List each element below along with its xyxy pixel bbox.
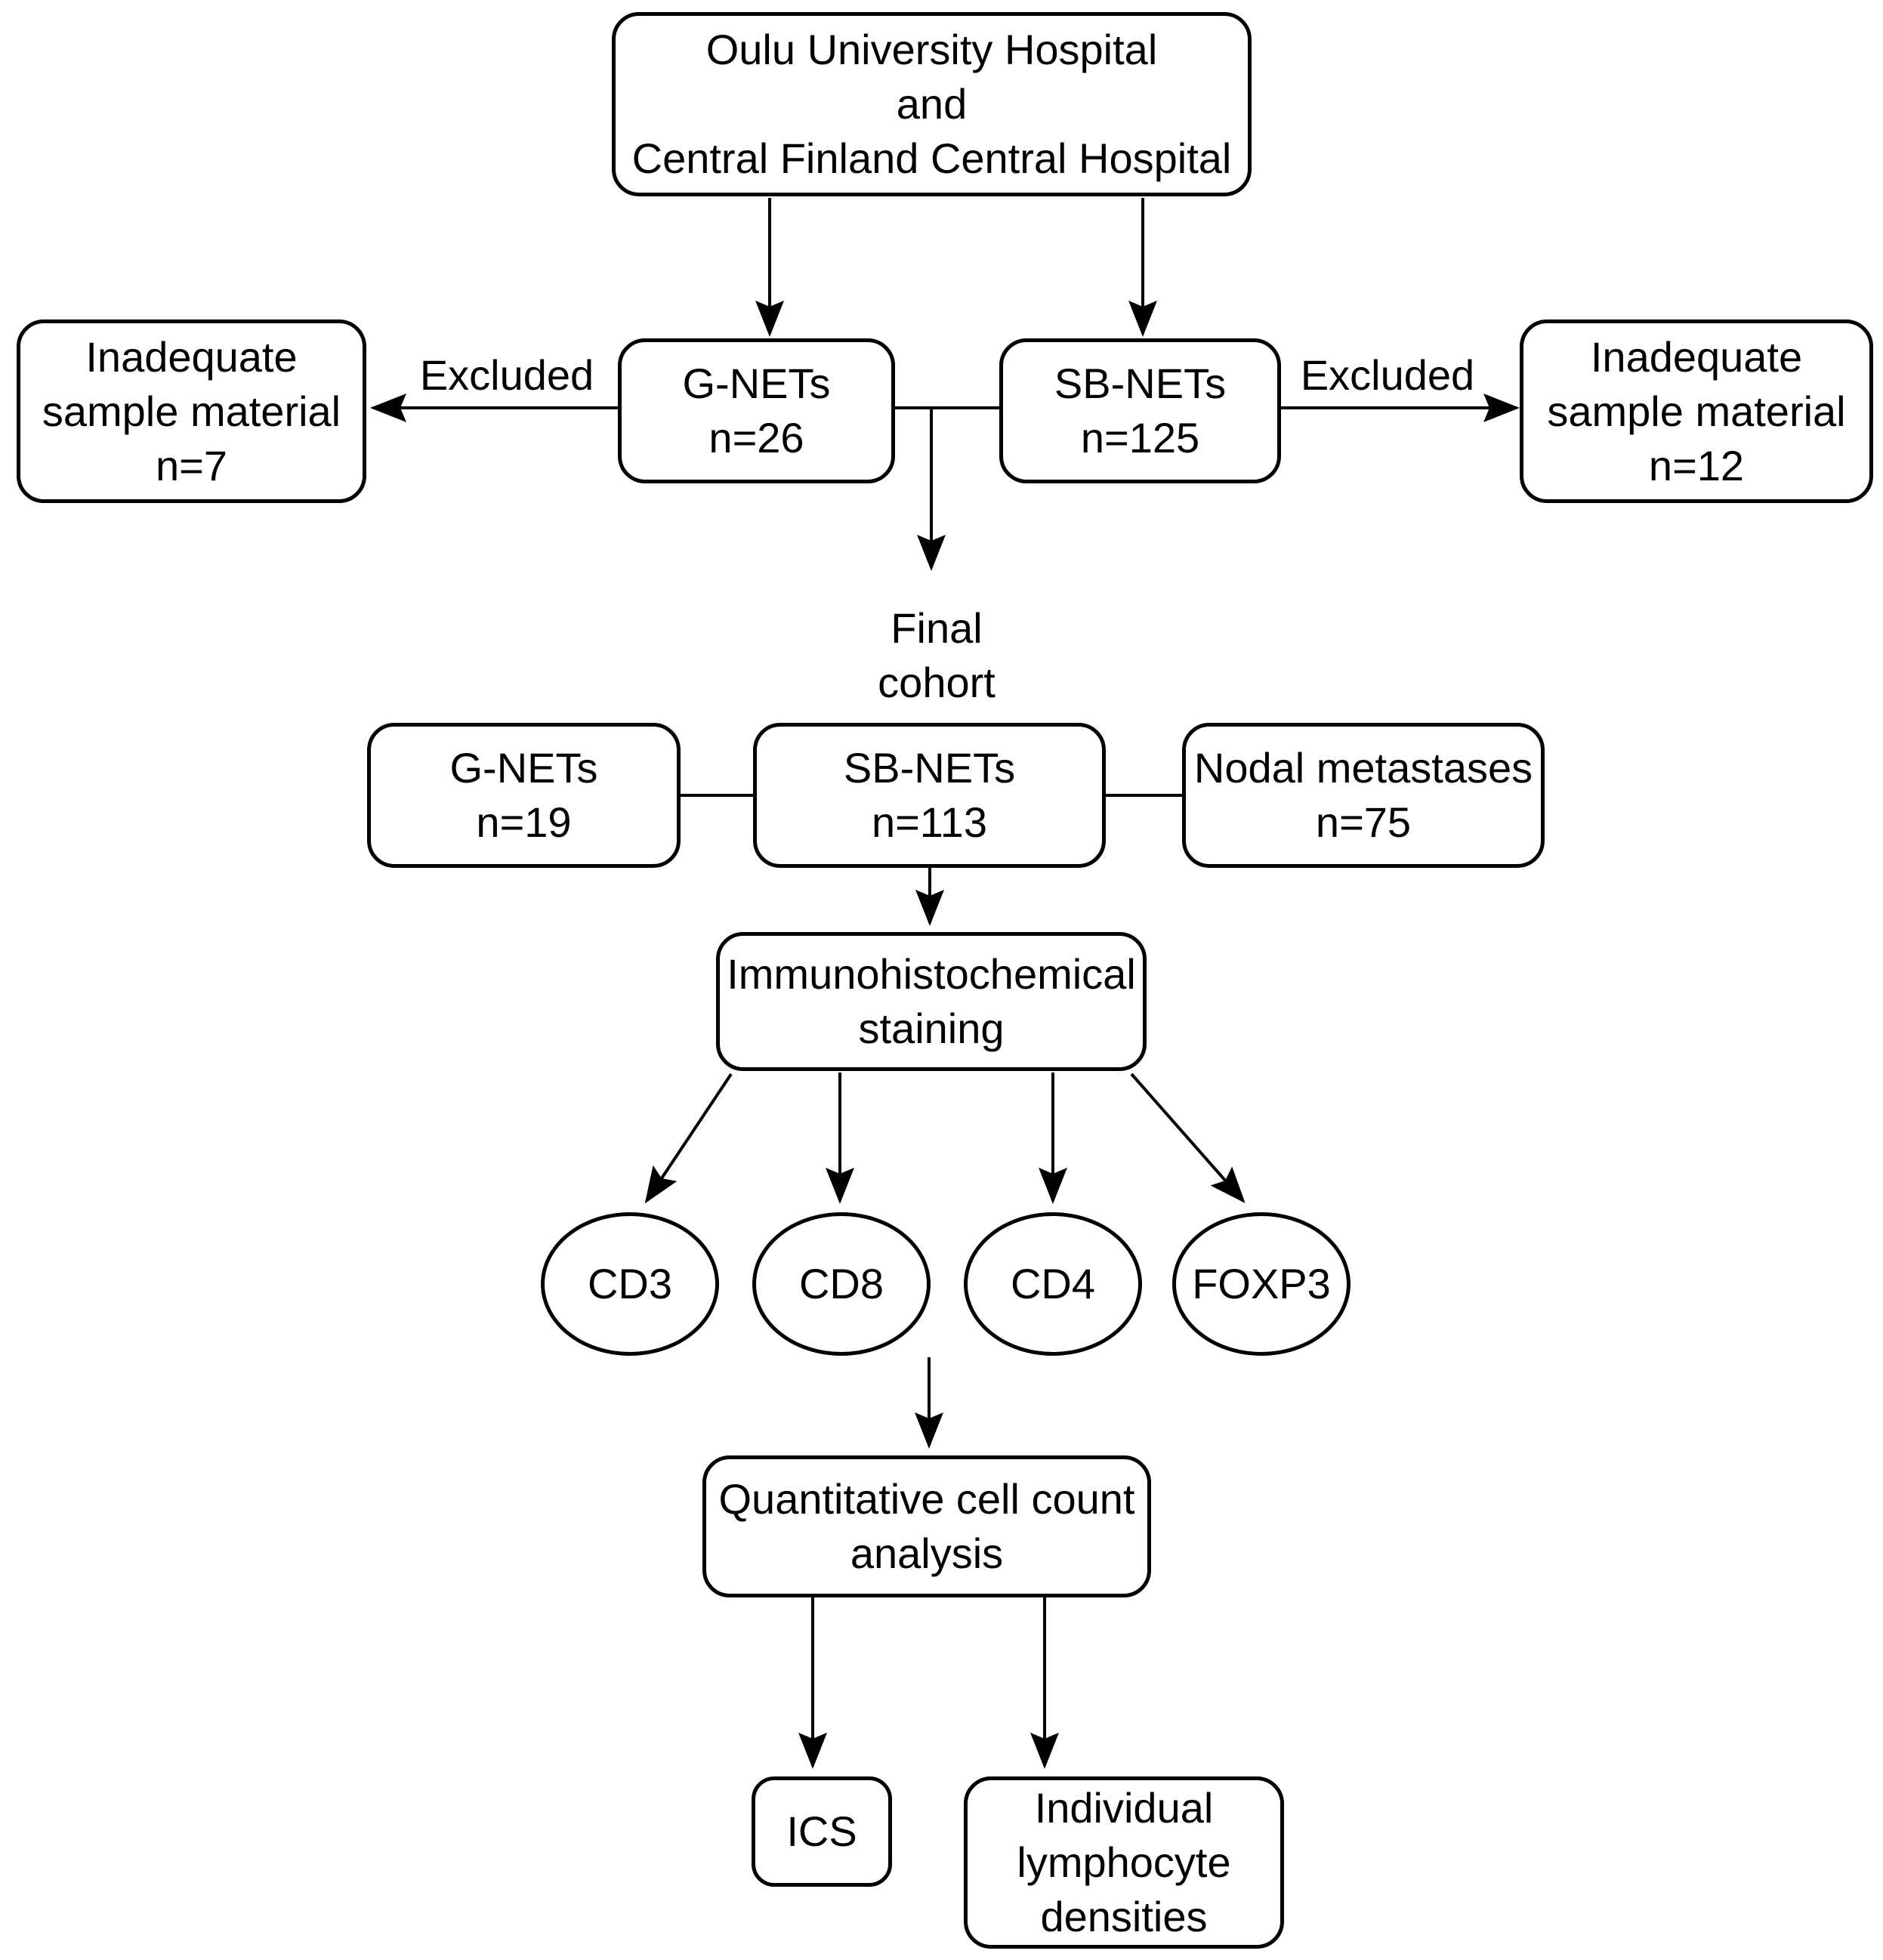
node-gnets-initial-line2: n=26 xyxy=(708,414,804,461)
label-final-cohort-line2: cohort xyxy=(878,659,996,706)
node-hospitals-line1: Oulu University Hospital xyxy=(705,26,1158,73)
node-hospitals-line3: Central Finland Central Hospital xyxy=(631,134,1232,182)
node-inadequate-left-line3: n=7 xyxy=(156,441,227,489)
node-inadequate-right-line1: Inadequate xyxy=(1590,332,1803,381)
node-ics-label: ICS xyxy=(786,1807,857,1855)
node-ihc-staining-line2: staining xyxy=(858,1005,1005,1052)
node-individual-densities-line2: lymphocyte xyxy=(1017,1838,1231,1886)
node-hospitals-line2: and xyxy=(896,80,968,128)
node-marker-cd4-label: CD4 xyxy=(1010,1260,1096,1307)
node-quantitative-analysis-line2: analysis xyxy=(850,1529,1004,1577)
node-quantitative-analysis: Quantitative cell count analysis xyxy=(702,1455,1151,1597)
node-ihc-staining: Immunohistochemical staining xyxy=(716,932,1147,1071)
node-individual-densities-line1: Individual xyxy=(1034,1784,1214,1832)
node-sbnets-initial-line2: n=125 xyxy=(1080,414,1200,461)
node-gnets-final: G-NETs n=19 xyxy=(367,723,681,868)
node-individual-densities-line3: densities xyxy=(1040,1893,1208,1940)
node-inadequate-right-line3: n=12 xyxy=(1648,441,1745,489)
label-excluded-right: Excluded xyxy=(1300,351,1475,399)
node-sbnets-initial: SB-NETs n=125 xyxy=(999,338,1281,483)
node-marker-cd3: CD3 xyxy=(541,1212,719,1356)
arrow-ihc-to-foxp3 xyxy=(1130,1073,1246,1204)
node-sbnets-initial-line1: SB-NETs xyxy=(1054,360,1227,407)
label-final-cohort: Final cohort xyxy=(786,601,1088,710)
node-hospitals: Oulu University Hospital and Central Fin… xyxy=(612,12,1252,196)
node-gnets-final-line1: G-NETs xyxy=(449,744,598,792)
node-ihc-staining-line1: Immunohistochemical xyxy=(727,950,1136,998)
node-sbnets-final-line1: SB-NETs xyxy=(843,744,1016,792)
node-marker-cd3-label: CD3 xyxy=(587,1260,673,1307)
node-marker-cd8-label: CD8 xyxy=(798,1260,884,1307)
node-inadequate-right-line2: sample material xyxy=(1547,387,1846,435)
node-marker-foxp3-label: FOXP3 xyxy=(1192,1260,1331,1307)
label-final-cohort-line1: Final xyxy=(891,604,983,652)
node-marker-foxp3: FOXP3 xyxy=(1172,1212,1351,1356)
node-inadequate-right: Inadequate sample material n=12 xyxy=(1520,319,1873,503)
node-gnets-final-line2: n=19 xyxy=(476,798,572,846)
arrow-ihc-to-cd3 xyxy=(644,1073,733,1204)
node-gnets-initial: G-NETs n=26 xyxy=(618,338,895,483)
label-excluded-left: Excluded xyxy=(419,351,594,399)
node-inadequate-left-line1: Inadequate xyxy=(85,332,298,381)
node-inadequate-left: Inadequate sample material n=7 xyxy=(17,319,366,503)
node-nodal-metastases-line2: n=75 xyxy=(1315,798,1412,846)
node-ics: ICS xyxy=(752,1776,892,1887)
node-sbnets-final: SB-NETs n=113 xyxy=(753,723,1106,868)
node-marker-cd8: CD8 xyxy=(752,1212,931,1356)
node-nodal-metastases-line1: Nodal metastases xyxy=(1193,744,1533,792)
node-nodal-metastases: Nodal metastases n=75 xyxy=(1182,723,1545,868)
node-individual-densities: Individual lymphocyte densities xyxy=(964,1776,1284,1949)
node-marker-cd4: CD4 xyxy=(964,1212,1142,1356)
node-quantitative-analysis-line1: Quantitative cell count xyxy=(718,1475,1135,1523)
node-inadequate-left-line2: sample material xyxy=(42,387,341,435)
node-gnets-initial-line1: G-NETs xyxy=(682,360,831,407)
node-sbnets-final-line2: n=113 xyxy=(871,798,988,846)
